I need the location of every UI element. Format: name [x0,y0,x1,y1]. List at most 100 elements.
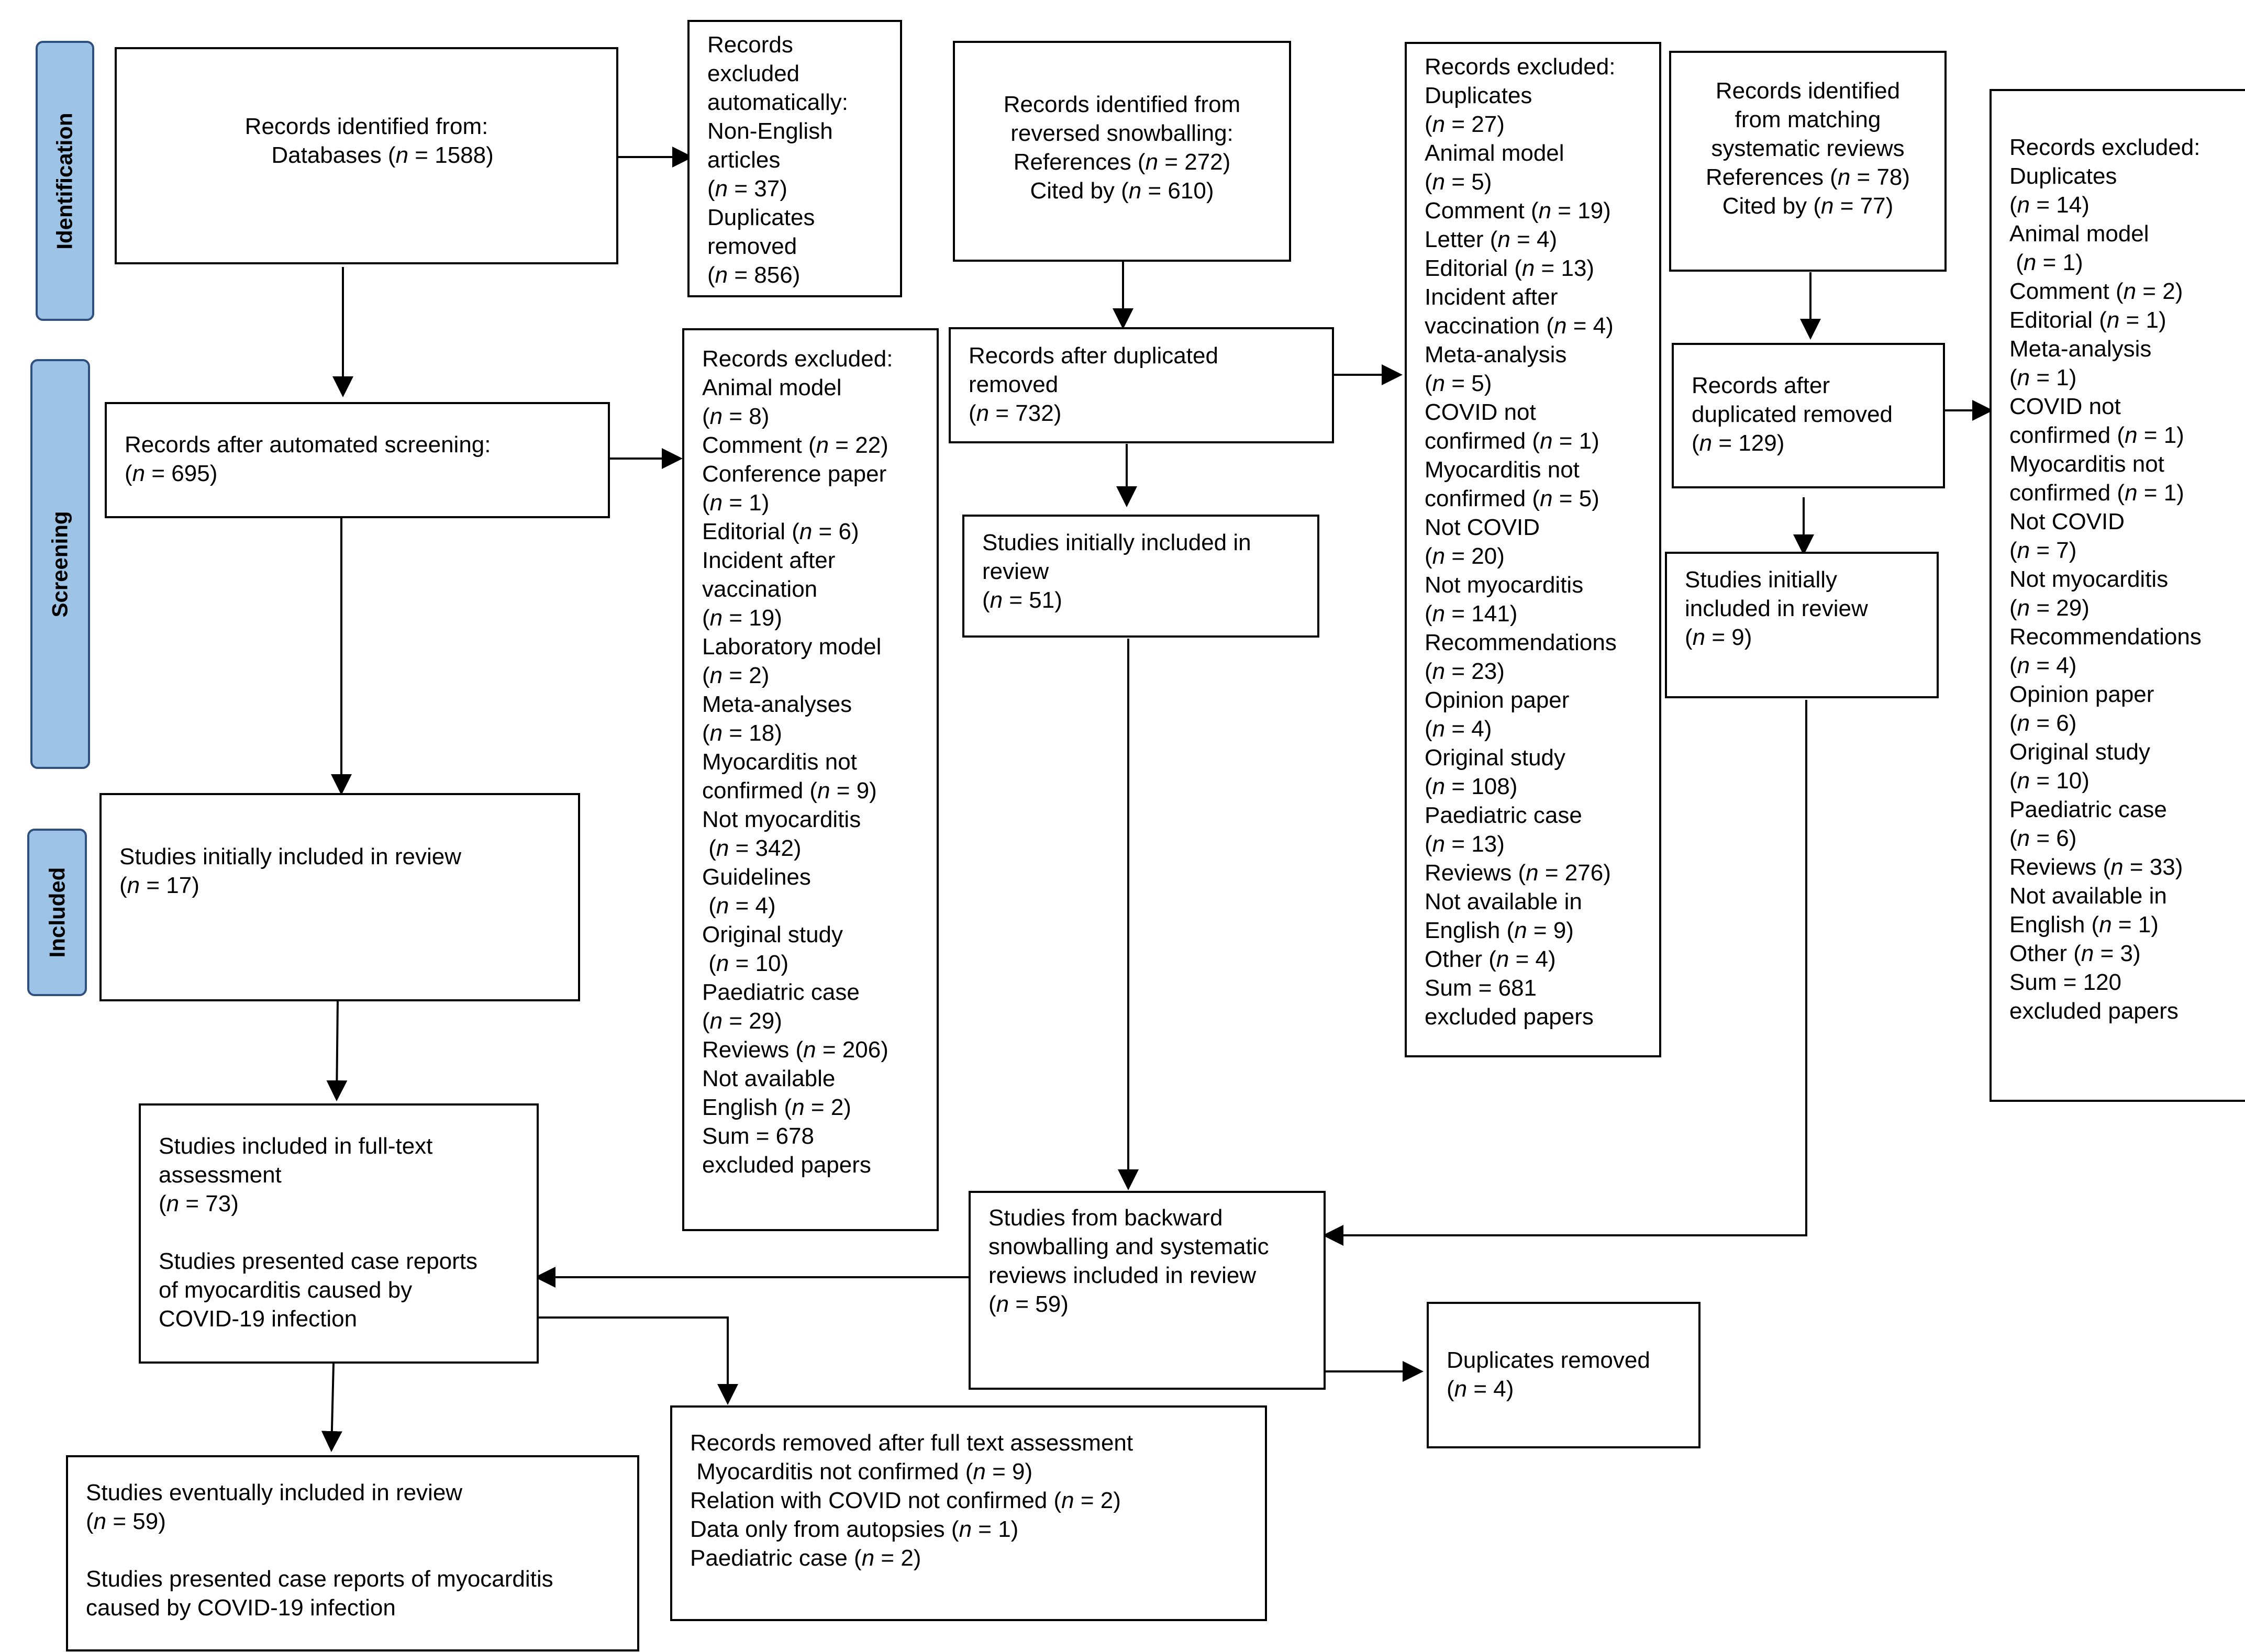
box-text-line: vaccination [702,576,818,602]
box-text-line: Editorial (n = 13) [1425,255,1595,281]
box-text-line: (n = 9) [1685,624,1752,650]
box-text-line: reversed snowballing: [1010,120,1233,146]
box-text-line: (n = 1) [2009,365,2077,390]
box-text-line: (n = 18) [702,720,782,746]
box-text-line: (n = 6) [2009,825,2077,851]
box-text-line: Records [707,32,793,58]
box-text-line: (n = 4) [1425,716,1492,742]
box-text-line: Not myocarditis [2009,566,2169,592]
box-text-line: Duplicates [707,205,815,230]
box-text-line: excluded papers [2009,998,2179,1024]
box-text-line [159,1218,523,1247]
box-text-line: of myocarditis caused by [159,1277,413,1303]
box-text-line: English (n = 2) [702,1095,851,1120]
box-text-line: Cited by (n = 610) [1030,178,1214,204]
box-text-line: Meta-analyses [702,691,852,717]
phase-included: Included [27,829,87,996]
box-text-line: Studies presented case reports [159,1248,478,1274]
box-text-line: Myocarditis not [2009,451,2164,477]
box-text-line: Recommendations [1425,630,1617,655]
box-text-line: review [982,559,1049,584]
box-records-identified-databases: Records identified from: Databases (n = … [115,47,618,264]
box-text-line: assessment [159,1162,282,1188]
box-text-line: Records identified [1715,78,1901,104]
box-text-line: (n = 10) [702,951,789,976]
box-text-line: Original study [702,922,843,947]
box-text-line: Opinion paper [2009,682,2154,707]
box-text-line: Letter (n = 4) [1425,227,1558,252]
box-text-line: (n = 23) [1425,658,1505,684]
box-text-line: (n = 695) [125,461,218,486]
box-text-line: vaccination (n = 4) [1425,313,1614,339]
box-text-line: Laboratory model [702,634,882,660]
box-text-line: Meta-analysis [1425,342,1567,367]
box-text-line: Cited by (n = 77) [1722,193,1894,219]
box-text-line: References (n = 78) [1705,164,1910,190]
box-text-line: (n = 4) [2009,653,2077,678]
box-text-line: Paediatric case [2009,797,2167,822]
box-text-line: excluded papers [702,1152,871,1178]
box-text-line: articles [707,147,781,173]
box-text-line: (n = 5) [1425,169,1492,195]
box-text-line: (n = 20) [1425,543,1505,569]
box-text-line: Other (n = 3) [2009,941,2141,966]
box-text-line: Opinion paper [1425,687,1570,713]
box-text-line: Conference paper [702,461,887,487]
box-text-line: Myocarditis not [1425,457,1580,483]
box-text-line: Not COVID [1425,515,1540,540]
box-text-line: Editorial (n = 6) [702,519,859,544]
box-text-line: Studies presented case reports of myocar… [86,1566,553,1592]
box-text-line: Incident after [702,548,836,573]
box-text-line: Myocarditis not [702,749,857,775]
box-records-after-automated-screening: Records after automated screening:(n = 6… [105,402,610,518]
box-text-line: Studies initially included in review [119,844,461,869]
box-text-line: (n = 10) [2009,768,2090,794]
box-text-line: Relation with COVID not confirmed (n = 2… [690,1488,1121,1513]
box-text-line: (n = 59) [988,1291,1069,1317]
box-text-line: (n = 51) [982,587,1062,613]
box-text-line: Editorial (n = 1) [2009,307,2166,333]
box-text-line: Sum = 681 [1425,975,1537,1001]
box-text-line: reviews included in review [988,1263,1257,1288]
box-text-line: Original study [2009,739,2151,765]
box-text-line: English (n = 9) [1425,918,1574,943]
box-text-line: (n = 6) [2009,710,2077,736]
box-text-line: Studies eventually included in review [86,1480,463,1505]
box-text-line: Duplicates removed [1447,1347,1650,1373]
box-text-line: Not myocarditis [1425,572,1584,598]
box-snowball-records-excluded: Records excluded:Duplicates(n = 27)Anima… [1405,42,1661,1057]
box-text-line: Databases (n = 1588) [239,142,494,168]
box-text-line: Reviews (n = 33) [2009,854,2183,880]
box-text-line: automatically: [707,90,849,115]
box-text-line: (n = 29) [702,1008,782,1034]
box-text-line: (n = 27) [1425,111,1505,137]
box-text-line: (n = 4) [702,893,776,919]
box-studies-eventually-included: Studies eventually included in review(n … [66,1455,639,1651]
box-text-line: Duplicates [2009,163,2117,189]
box-text-line: (n = 29) [2009,595,2090,621]
box-text-line: (n = 19) [702,605,782,631]
box-text-line: (n = 141) [1425,601,1518,627]
box-text-line: (n = 73) [159,1191,239,1216]
box-text-line: (n = 342) [702,835,802,861]
box-text-line: (n = 1) [702,490,770,516]
box-text-line: Meta-analysis [2009,336,2152,362]
box-text-line: systematic reviews [1711,136,1905,161]
box-text-line: Studies initially [1685,567,1838,593]
box-text-line: (n = 5) [1425,371,1492,396]
box-text-line: Comment (n = 19) [1425,198,1611,224]
box-text-line: Paediatric case (n = 2) [690,1545,921,1571]
box-text-line: Records removed after full text assessme… [690,1430,1133,1456]
box-text-line: Reviews (n = 206) [702,1037,888,1063]
box-text-line: Reviews (n = 276) [1425,860,1611,886]
box-text-line: Comment (n = 22) [702,432,888,458]
box-text-line: Duplicates [1425,83,1532,108]
arrow-fulltext-to-final [321,1363,342,1452]
box-text-line: (n = 732) [969,400,1062,426]
box-text-line: (n = 856) [707,262,801,288]
phase-identification: Identification [36,41,94,321]
